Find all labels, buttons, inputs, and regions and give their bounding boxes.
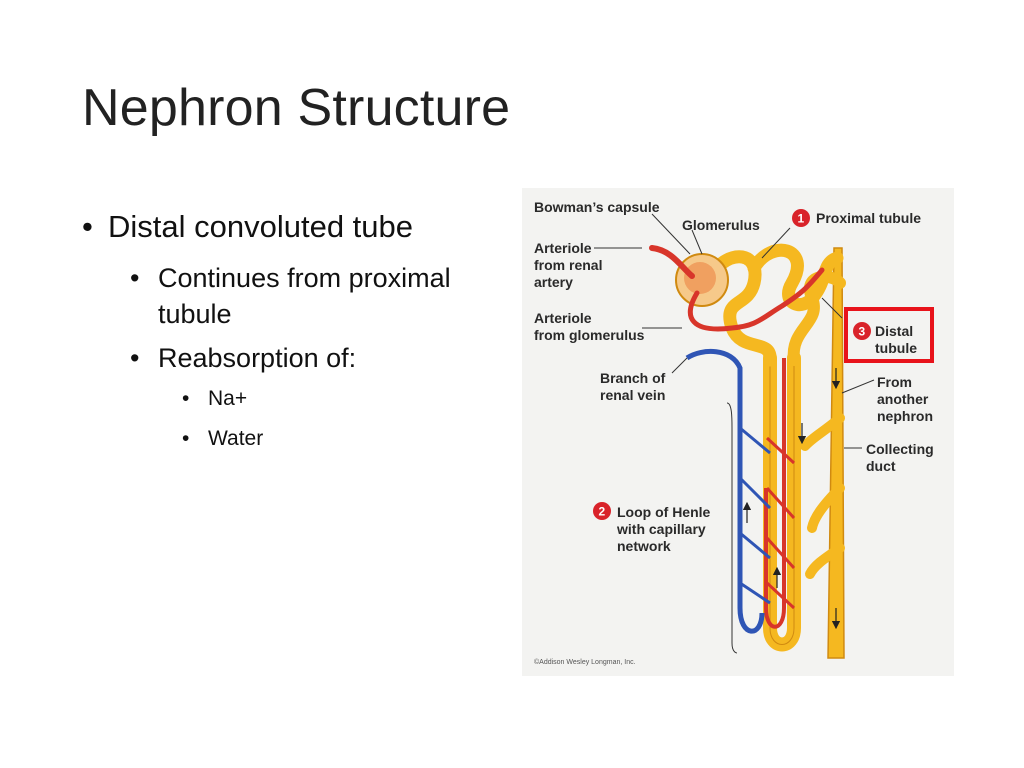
bullet-distal-convoluted-tube: Distal convoluted tube [82,208,502,246]
collecting-duct-shape [800,247,845,659]
label-bowmans-capsule: Bowman’s capsule [534,199,660,215]
label-arteriole-renal-1: Arteriole [534,240,592,256]
slide-title: Nephron Structure [82,79,511,137]
bullet-reabsorption: Reabsorption of: [130,340,502,376]
figure-credit: ©Addison Wesley Longman, Inc. [534,658,636,666]
bullet-list: Distal convoluted tube Continues from pr… [82,208,502,464]
label-loop-3: network [617,538,671,554]
label-arteriole-renal-3: artery [534,274,573,290]
label-leader-lines [594,213,875,654]
bullet-continues-from: Continues from proximal tubule [130,260,502,332]
bullet-na: Na+ [182,384,502,414]
label-renal-vein-1: Branch of [600,370,666,386]
label-renal-vein-2: renal vein [600,387,665,403]
label-collecting-2: duct [866,458,896,474]
label-from-nephron-1: From [877,374,912,390]
label-loop-1: Loop of Henle [617,504,711,520]
label-proximal-tubule: Proximal tubule [816,210,921,226]
convoluted-tubule-shape [700,243,846,367]
label-distal-2: tubule [875,340,917,356]
label-glomerulus: Glomerulus [682,217,760,233]
marker-2-number: 2 [599,505,606,519]
nephron-diagram: Bowman’s capsule Glomerulus 1 Proximal t… [522,188,954,676]
flow-arrows [742,368,841,630]
vein-network [685,348,772,634]
label-collecting-1: Collecting [866,441,934,457]
marker-3-number: 3 [859,325,866,339]
label-loop-2: with capillary [616,521,706,537]
artery-network [649,245,825,629]
nephron-illustration: Bowman’s capsule Glomerulus 1 Proximal t… [534,199,934,666]
distal-tubule-highlight-box [844,307,934,363]
glomerulus-shape [675,253,729,307]
label-arteriole-glom-2: from glomerulus [534,327,645,343]
marker-1-icon [792,209,810,227]
marker-3-icon [853,322,871,340]
label-from-nephron-2: another [877,391,929,407]
label-arteriole-renal-2: from renal [534,257,602,273]
loop-of-henle-shape [763,351,801,652]
bullet-water: Water [182,424,502,454]
marker-2-icon [593,502,611,520]
label-distal-1: Distal [875,323,913,339]
label-from-nephron-3: nephron [877,408,933,424]
label-arteriole-glom-1: Arteriole [534,310,592,326]
marker-1-number: 1 [798,212,805,226]
